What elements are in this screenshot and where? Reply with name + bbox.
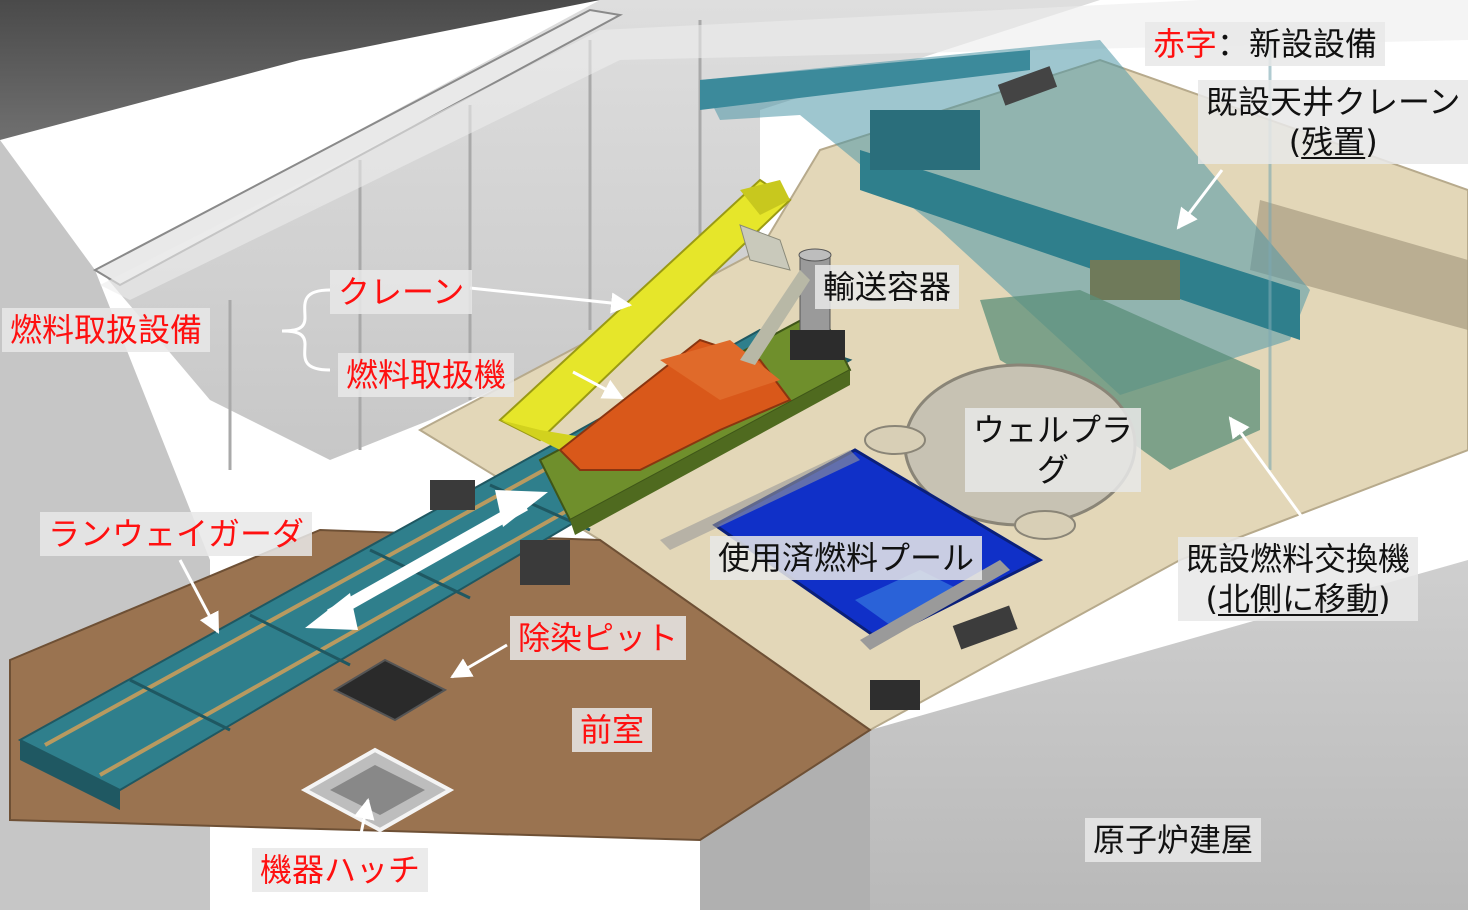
label-equipment-hatch: 機器ハッチ (252, 848, 429, 892)
label-existing-refueling-machine-line1: 既設燃料交換機 (1186, 540, 1411, 578)
building-front-wall (700, 730, 870, 910)
transport-container-shape (740, 248, 845, 365)
label-crane: クレーン (330, 270, 473, 314)
legend-box: 赤字：新設設備 (1145, 22, 1386, 66)
legend-separator: ： (1217, 25, 1250, 63)
existing-overhead-crane-shape (700, 40, 1310, 470)
label-brace (281, 288, 331, 372)
label-existing-refueling-machine: 既設燃料交換機 (北側に移動) (1178, 537, 1419, 621)
legend-text: 新設設備 (1249, 25, 1378, 63)
building-right-front-wall (870, 560, 1468, 910)
label-decon-pit: 除染ピット (510, 616, 687, 660)
decon-pit-shape (332, 658, 448, 722)
existing-refueling-machine-shape (980, 290, 1260, 470)
label-existing-refueling-machine-line2: (北側に移動) (1205, 580, 1391, 618)
label-reactor-building: 原子炉建屋 (1085, 818, 1262, 862)
label-transport-container: 輸送容器 (815, 265, 960, 309)
label-fuel-handling-equipment: 燃料取扱設備 (2, 308, 211, 352)
label-runway-girder: ランウェイガーダ (40, 512, 313, 556)
label-existing-overhead-crane: 既設天井クレーン (残置) (1198, 80, 1468, 164)
label-existing-overhead-crane-line2: (残置) (1288, 123, 1378, 161)
label-existing-overhead-crane-line1: 既設天井クレーン (1206, 83, 1461, 121)
floor-grating (1250, 200, 1468, 330)
label-fuel-handling-machine: 燃料取扱機 (338, 353, 515, 397)
legend-red-word: 赤字 (1153, 25, 1218, 63)
wall-panels (228, 20, 702, 470)
label-existing-refueling-machine-emph: 北側に移動 (1218, 580, 1379, 618)
label-well-plug-line1: ウェルプラ (973, 411, 1134, 449)
label-existing-overhead-crane-emph: 残置 (1301, 123, 1366, 161)
dark-background (0, 0, 600, 140)
pointer-arrow (178, 169, 1317, 849)
label-well-plug-line2: グ (1037, 451, 1070, 489)
label-anteroom: 前室 (572, 708, 653, 752)
label-spent-fuel-pool: 使用済燃料プール (710, 536, 983, 580)
label-well-plug: ウェルプラ グ (965, 408, 1142, 492)
double-headed-arrow (305, 490, 548, 630)
upper-wall-structure (100, 0, 1100, 460)
anteroom-floor (9, 528, 872, 842)
